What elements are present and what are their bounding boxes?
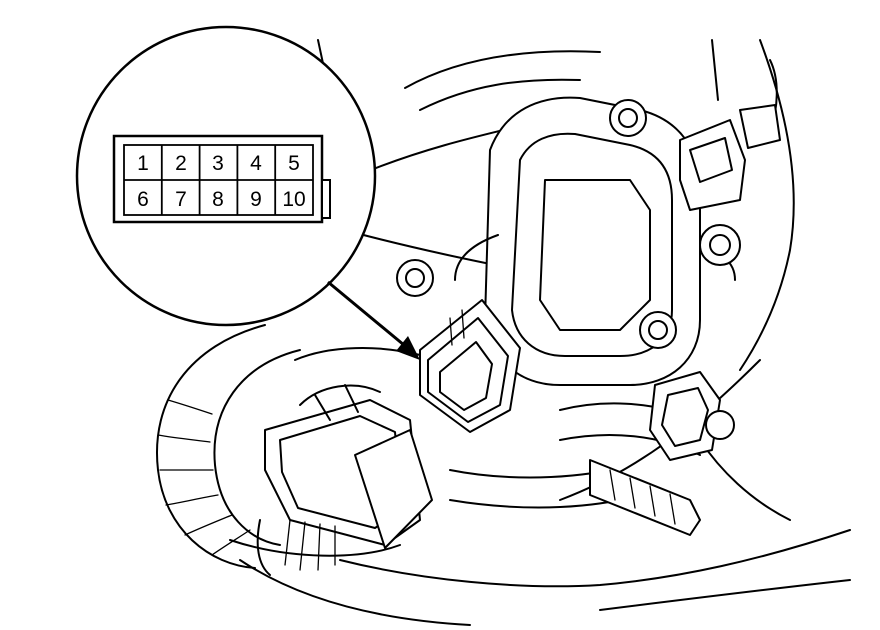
pin-label: 1 xyxy=(137,152,149,175)
pin-label: 7 xyxy=(175,188,187,211)
pin-label: 5 xyxy=(288,152,300,175)
sensor-body xyxy=(454,96,736,386)
pin-label: 8 xyxy=(212,188,224,211)
sensor-connector xyxy=(419,299,521,433)
pin-label: 10 xyxy=(282,188,305,211)
pin-label: 3 xyxy=(212,152,224,175)
right-sensor-assembly xyxy=(589,371,735,536)
pin-label: 2 xyxy=(175,152,187,175)
wire-harness xyxy=(156,324,701,569)
bolt-heads xyxy=(396,99,741,349)
mounting-bracket xyxy=(679,104,781,211)
pin-label: 6 xyxy=(137,188,149,211)
pin-label: 9 xyxy=(250,188,262,211)
harness-connector xyxy=(256,384,433,576)
pointer-arrow xyxy=(327,280,420,360)
connector-lock-tab xyxy=(321,179,331,219)
pin-connector-face: 1 2 3 4 5 6 7 8 9 10 xyxy=(112,134,331,224)
pin-label: 4 xyxy=(250,152,262,175)
